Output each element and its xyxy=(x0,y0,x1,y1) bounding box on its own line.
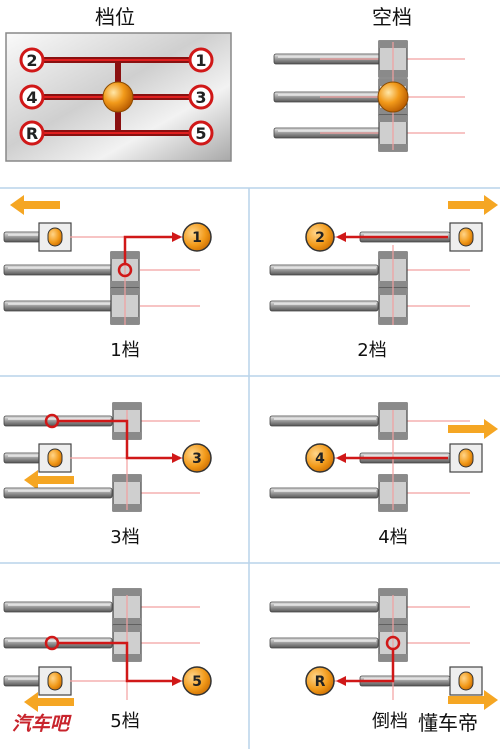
shift-rod xyxy=(3,231,41,243)
neutral-title: 空档 xyxy=(372,5,412,29)
block-top-band xyxy=(113,589,141,596)
gear-badge-r-circle xyxy=(305,666,335,696)
panel-label-reverse: 倒档 xyxy=(372,711,408,732)
neutral-diagram xyxy=(273,40,465,152)
pattern-label-5: 5 xyxy=(195,124,206,143)
block-top-band xyxy=(379,589,407,596)
shift-rod xyxy=(3,300,113,312)
gear-badge-4-circle xyxy=(305,443,335,473)
move-arrow-body xyxy=(22,201,60,209)
pattern-label-2: 2 xyxy=(26,51,37,70)
fork-pad xyxy=(47,227,63,247)
gear-badge-3-label: 3 xyxy=(192,451,202,467)
move-arrow-head xyxy=(484,419,498,439)
move-arrow-head xyxy=(24,470,38,490)
shift-rod xyxy=(3,264,113,276)
shift-rod xyxy=(269,637,379,649)
neutral-knob xyxy=(377,81,409,113)
panel-gear-4: 4 xyxy=(269,402,498,512)
gear-badge-r-label: R xyxy=(315,674,326,690)
move-arrow-head xyxy=(24,692,38,712)
panel-grid xyxy=(0,187,500,749)
watermark-right: 懂车帝 xyxy=(418,711,478,735)
panel-gear-1: 1 xyxy=(3,195,212,325)
watermark-left: 汽车吧 xyxy=(12,713,72,735)
shift-rod xyxy=(3,601,113,613)
shift-path-arrow xyxy=(123,232,182,264)
move-arrow-body xyxy=(448,201,486,209)
gear-badge-5-circle xyxy=(182,666,212,696)
gear-badge-5-label: 5 xyxy=(192,674,202,690)
pattern-label-r: R xyxy=(26,124,38,143)
panel-label-5: 5档 xyxy=(110,711,139,732)
fork-pad xyxy=(458,227,474,247)
shift-rod xyxy=(3,452,41,464)
fork-pad xyxy=(47,448,63,468)
shift-rod xyxy=(269,487,379,499)
panel-label-1: 1档 xyxy=(110,340,139,361)
gear-badge-2-label: 2 xyxy=(315,230,325,246)
gear-badge-1-label: 1 xyxy=(192,230,202,246)
move-arrow-body xyxy=(448,425,486,433)
block-top-band xyxy=(379,403,407,410)
move-arrow-body xyxy=(36,476,74,484)
panel-label-3: 3档 xyxy=(110,527,139,548)
fork-pad xyxy=(47,671,63,691)
shift-rod xyxy=(269,601,379,613)
gear-badge-1-circle xyxy=(182,222,212,252)
panel-label-2: 2档 xyxy=(357,340,386,361)
gear-badge-2-circle xyxy=(305,222,335,252)
gear-badge-4-label: 4 xyxy=(315,451,325,467)
shift-path-arrow xyxy=(336,649,395,686)
shift-rod xyxy=(269,300,379,312)
block-top-band xyxy=(113,403,141,410)
shift-rod xyxy=(3,675,41,687)
shift-path-arrow xyxy=(58,419,182,463)
panel-gear-5: 5 xyxy=(3,588,212,712)
pattern-label-3: 3 xyxy=(195,88,206,107)
fork-pad xyxy=(458,671,474,691)
shift-path-arrow xyxy=(58,641,182,686)
shift-knob xyxy=(102,81,134,113)
panel-gear-3: 3 xyxy=(3,402,212,512)
panel-label-4: 4档 xyxy=(378,527,407,548)
shift-rod xyxy=(269,264,379,276)
shift-pattern-plate: 2 1 4 3 R 5 xyxy=(5,32,232,162)
move-arrow-head xyxy=(10,195,24,215)
pattern-label-4: 4 xyxy=(26,88,37,107)
pattern-label-1: 1 xyxy=(195,51,206,70)
move-arrow-body xyxy=(448,696,486,704)
move-arrow-head xyxy=(484,195,498,215)
shift-rod xyxy=(3,487,113,499)
fork-pad xyxy=(458,448,474,468)
shift-pattern-title: 档位 xyxy=(95,5,135,29)
move-arrow-body xyxy=(36,698,74,706)
move-arrow-head xyxy=(484,690,498,710)
panel-gear-2: 2 xyxy=(269,195,498,325)
gear-badge-3-circle xyxy=(182,443,212,473)
panel-gear-reverse: R xyxy=(269,588,498,710)
shift-rod xyxy=(269,415,379,427)
